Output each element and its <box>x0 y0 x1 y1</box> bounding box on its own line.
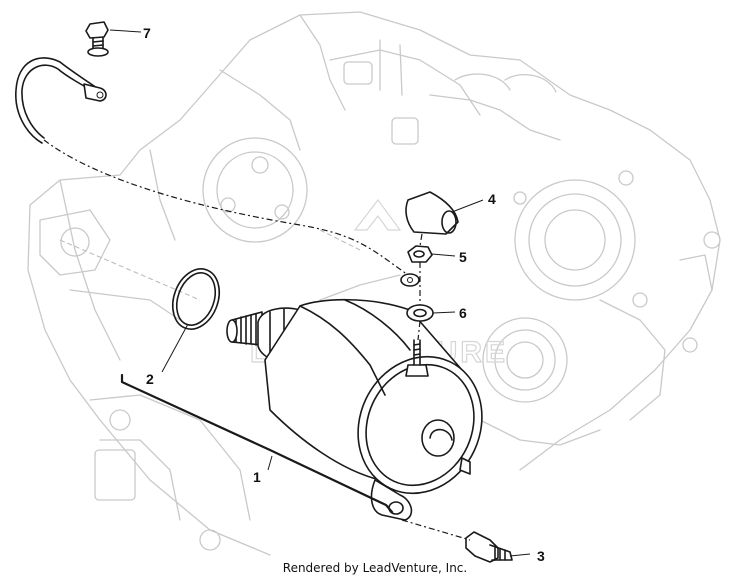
washer-part-6 <box>406 304 434 322</box>
callout-6: 6 <box>459 305 467 321</box>
render-credit: Rendered by LeadVenture, Inc. <box>282 561 468 575</box>
terminal-cover-part-4 <box>405 191 459 235</box>
callout-4: 4 <box>488 191 496 207</box>
explode-lines <box>401 233 471 541</box>
leader-lines <box>109 29 531 557</box>
starter-motor-part-1 <box>226 298 483 521</box>
starter-cable <box>15 57 409 276</box>
callout-labels: 7 2 1 3 4 5 6 <box>143 25 545 564</box>
nut-part-5 <box>407 245 433 263</box>
cable-terminal-ring <box>400 273 420 287</box>
callout-7: 7 <box>143 25 151 41</box>
bolt-part-7 <box>85 21 109 57</box>
engine-crankcase <box>27 11 721 556</box>
bolt-part-3 <box>465 531 513 563</box>
callout-3: 3 <box>537 548 545 564</box>
callout-5: 5 <box>459 249 467 265</box>
callout-1: 1 <box>253 469 261 485</box>
part-1-bracket <box>120 373 394 514</box>
o-ring-part-2 <box>171 268 221 330</box>
callout-2: 2 <box>146 371 154 387</box>
